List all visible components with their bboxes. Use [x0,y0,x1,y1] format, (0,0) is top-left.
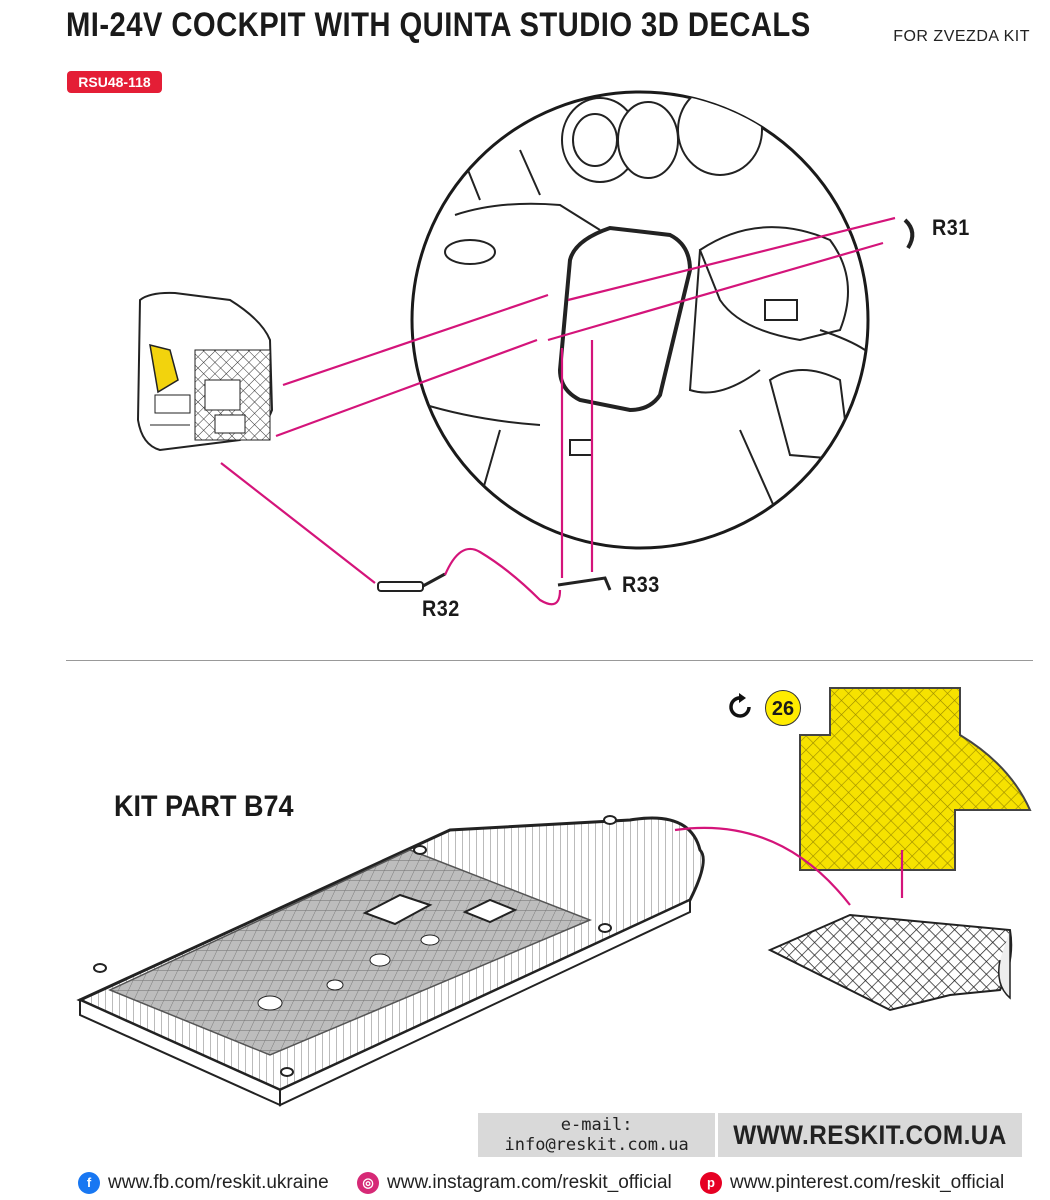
instagram-url: www.instagram.com/reskit_official [387,1172,672,1193]
instagram-icon: ◎ [357,1172,379,1194]
pinterest-url: www.pinterest.com/reskit_official [730,1172,1005,1193]
page-title: MI-24V COCKPIT WITH QUINTA STUDIO 3D DEC… [66,6,811,44]
side-panel-drawing [136,291,274,452]
kit-subtitle: FOR ZVEZDA KIT [893,28,1030,45]
pinterest-link[interactable]: p www.pinterest.com/reskit_official [700,1172,1004,1194]
email-link[interactable]: e-mail: info@reskit.com.ua [504,1115,689,1155]
yellow-decal-drawing [799,687,1032,871]
contact-bar-separator [715,1113,719,1157]
leader-lines [220,216,896,606]
installed-decal-drawing [767,913,1013,1012]
part-label-r32: R32 [422,596,460,621]
part-label-r31: R31 [932,215,970,240]
facebook-url: www.fb.com/reskit.ukraine [108,1172,329,1193]
facebook-link[interactable]: f www.fb.com/reskit.ukraine [78,1172,329,1194]
instagram-link[interactable]: ◎ www.instagram.com/reskit_official [357,1172,672,1194]
section-divider [66,660,1033,661]
website-link[interactable]: WWW.RESKIT.COM.UA [733,1119,1007,1150]
rotate-arrow-icon [729,693,751,718]
magnified-detail-circle [410,90,870,550]
floor-panel-drawing [76,815,705,1107]
kit-part-label: KIT PART B74 [114,790,294,823]
facebook-icon: f [78,1172,100,1194]
step-number-badge: 26 [765,690,801,726]
part-label-r33: R33 [622,572,660,597]
cockpit-illustration [136,90,915,606]
pinterest-icon: p [700,1172,722,1194]
part-r31-sketch [903,218,915,250]
part-r32-sketch [377,572,446,592]
part-r33-sketch [557,576,612,591]
product-code-badge: RSU48-118 [67,71,162,93]
contact-bar: e-mail: info@reskit.com.ua WWW.RESKIT.CO… [478,1113,1022,1157]
floor-leader-lines [674,826,904,906]
